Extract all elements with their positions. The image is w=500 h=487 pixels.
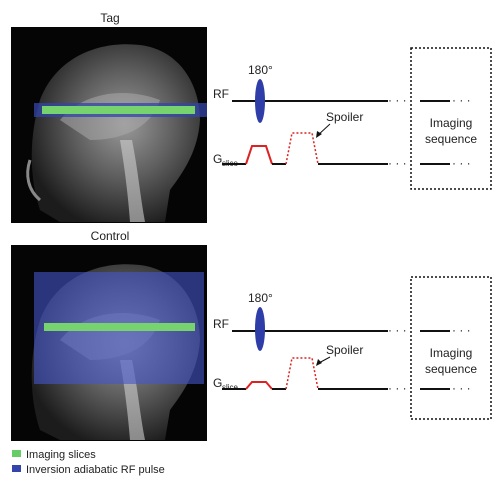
control-rf-ellipsis-end: · · · <box>452 323 471 337</box>
control-180-pulse <box>255 307 265 351</box>
legend-swatch-imaging-slices <box>12 450 21 457</box>
tag-imaging-box <box>410 47 492 190</box>
tag-g-ellipsis-end: · · · <box>452 156 471 170</box>
control-imaging-label-2: sequence <box>425 362 477 376</box>
legend-label-inversion-pulse: Inversion adiabatic RF pulse <box>26 464 165 476</box>
tag-gslice-label: G <box>213 152 222 166</box>
control-gslice-label: G <box>213 376 222 390</box>
control-imaging-box <box>410 276 492 420</box>
control-gslice-subscript: slice <box>222 383 239 392</box>
tag-spoiler-gradient <box>285 132 319 165</box>
tag-panel: Tag RF · · · · · · 180° G slice · · · <box>11 11 492 223</box>
tag-imaging-label-1: Imaging <box>430 116 473 130</box>
control-spoiler-arrowhead <box>316 359 322 366</box>
control-title: Control <box>91 229 130 243</box>
control-rf-label: RF <box>213 317 229 331</box>
control-pulse-label: 180° <box>248 291 273 305</box>
control-rf-ellipsis: · · · <box>388 323 407 337</box>
tag-rf-label: RF <box>213 87 229 101</box>
tag-rf-ellipsis-end: · · · <box>452 93 471 107</box>
control-imaging-label-1: Imaging <box>430 346 473 360</box>
control-panel: Control RF · · · · · · 180° G slice · · … <box>11 229 492 441</box>
control-slice-gradient <box>245 381 273 390</box>
legend-swatch-inversion-pulse <box>12 465 21 472</box>
control-g-ellipsis-end: · · · <box>452 381 471 395</box>
legend-label-imaging-slices: Imaging slices <box>26 449 96 461</box>
tag-slice-gradient <box>245 145 273 165</box>
tag-spoiler-arrowhead <box>316 131 322 138</box>
tag-180-pulse <box>255 79 265 123</box>
control-spoiler-gradient <box>285 357 319 390</box>
tag-mri-image <box>11 27 207 223</box>
tag-g-ellipsis: · · · <box>388 156 407 170</box>
tag-spoiler-label: Spoiler <box>326 110 363 124</box>
tag-pulse-label: 180° <box>248 63 273 77</box>
tag-rf-ellipsis: · · · <box>388 93 407 107</box>
legend: Imaging slices Inversion adiabatic RF pu… <box>12 449 165 476</box>
tag-title: Tag <box>100 11 119 25</box>
control-imaging-slice <box>44 323 195 331</box>
control-g-ellipsis: · · · <box>388 381 407 395</box>
tag-imaging-label-2: sequence <box>425 132 477 146</box>
tag-imaging-slice <box>42 106 195 114</box>
control-spoiler-label: Spoiler <box>326 343 363 357</box>
